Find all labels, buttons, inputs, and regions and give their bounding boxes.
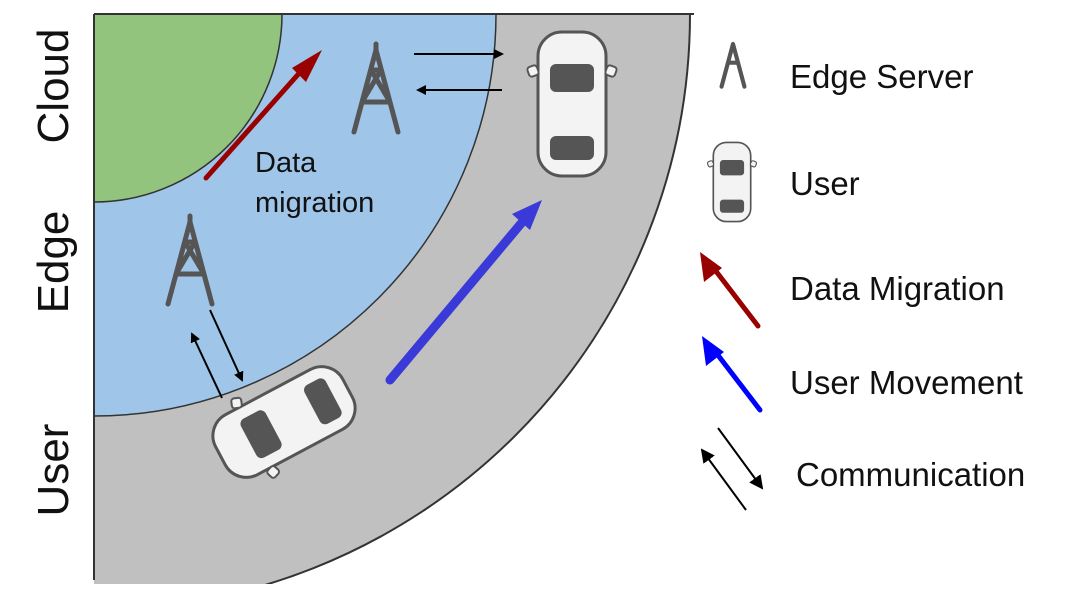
user-car-upper [525,30,619,178]
communication-arrows-upper [414,49,504,95]
legend-item-edge-server: Edge Server [719,41,973,95]
car-icon [706,141,758,223]
legend-label-user-movement: User Movement [790,364,1023,401]
legend-item-communication: Communication [700,427,1025,511]
data-migration-note-line1: Data [255,147,317,179]
user-movement-legend-arrow-icon [711,347,763,413]
layer-label-cloud: Cloud [29,29,78,144]
data-migration-note-line2: migration [255,187,374,219]
communication-legend-arrow-icon-down [717,427,764,490]
legend-label-communication: Communication [796,456,1025,493]
legend-label-user: User [790,165,860,202]
data-migration-legend-arrow-icon [709,263,761,329]
legend-label-edge-server: Edge Server [790,58,973,95]
radio-tower-icon [719,41,747,89]
layer-label-edge: Edge [29,211,78,314]
communication-arrows-lower [190,309,244,399]
legend: Edge Server User Data Migration User Mov… [700,41,1025,511]
legend-label-data-migration: Data Migration [790,270,1005,307]
layer-label-user: User [29,424,78,517]
cloud-region [94,14,283,203]
communication-legend-arrow-icon-up [700,448,747,511]
car-icon [525,30,619,178]
user-movement-arrow [385,200,542,385]
legend-item-user: User [706,141,860,223]
data-migration-arrow [203,50,322,181]
legend-item-data-migration: Data Migration [700,252,1005,329]
legend-item-user-movement: User Movement [702,336,1023,413]
